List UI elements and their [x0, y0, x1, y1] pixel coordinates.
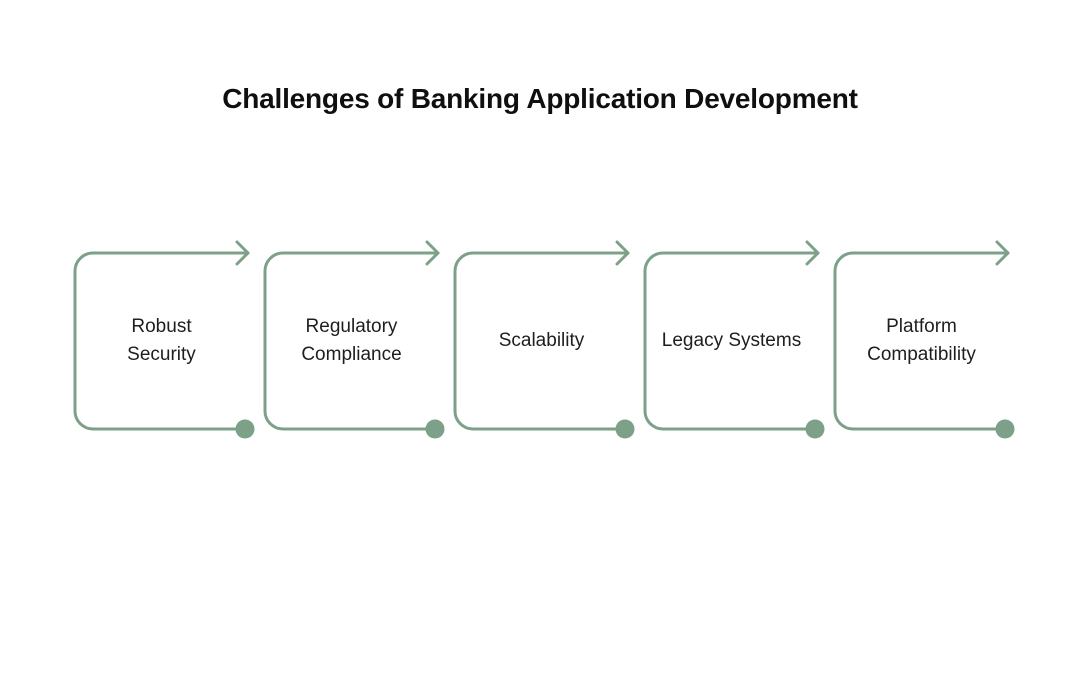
arrow-icon [805, 240, 820, 266]
endpoint-dot-icon [425, 419, 445, 439]
diagram-svg [73, 240, 1015, 439]
endpoint-dot-icon [995, 419, 1015, 439]
endpoint-dot-icon [615, 419, 635, 439]
step-label: Robust Security [127, 316, 196, 365]
arrow-icon [425, 240, 440, 266]
step-outline [453, 251, 630, 431]
step-shape [453, 240, 635, 439]
step-label: Scalability [498, 330, 585, 351]
step-label: Platform Compatibility [867, 316, 976, 365]
step-label: Regulatory Compliance [301, 316, 402, 365]
step-label: Legacy Systems [661, 330, 802, 351]
arrow-icon [235, 240, 250, 266]
page-title: Challenges of Banking Application Develo… [222, 83, 858, 114]
step-shape [73, 240, 255, 439]
step-outline [833, 251, 1010, 431]
step-shape [833, 240, 1015, 439]
step-outline [73, 251, 250, 431]
process-diagram: Robust Security Regulatory Compliance Sc… [0, 240, 1080, 460]
endpoint-dot-icon [805, 419, 825, 439]
step-outline [263, 251, 440, 431]
endpoint-dot-icon [235, 419, 255, 439]
step-outline [643, 251, 820, 431]
arrow-icon [615, 240, 630, 266]
arrow-icon [995, 240, 1010, 266]
step-shape [263, 240, 445, 439]
step-shape [643, 240, 825, 439]
